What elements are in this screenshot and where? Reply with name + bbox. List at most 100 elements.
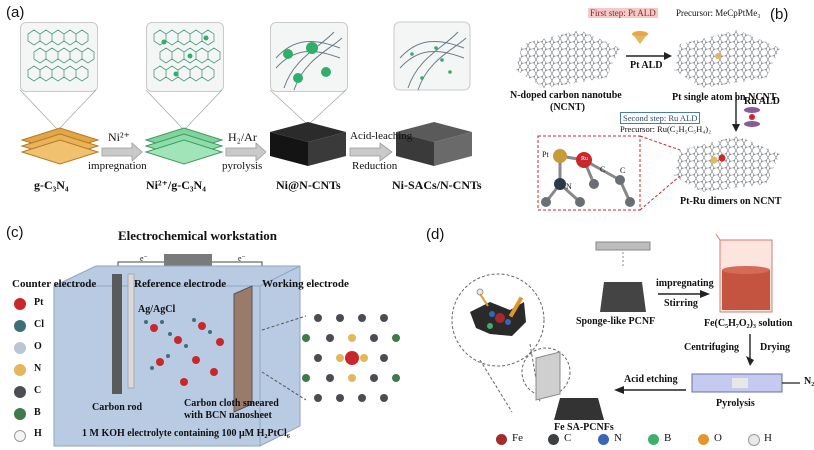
legend-o-label: O: [34, 341, 42, 352]
ni-sacs-block: [396, 122, 472, 166]
legend-n-dot: [598, 434, 609, 445]
legend-b-label: B: [34, 407, 41, 418]
atom-c1: C: [600, 165, 606, 174]
pyrolysis-tube: [691, 373, 800, 393]
legend-pt-label: Pt: [34, 297, 44, 308]
electrolyte-label: 1 M KOH electrolyte containing 100 μM H₂…: [82, 428, 290, 439]
ni-cnt-tubes: [275, 31, 343, 91]
bcn-lattice: [302, 314, 400, 402]
fe-molecule: [470, 288, 526, 336]
pt-single-label: Pt single atom on NCNT: [672, 92, 777, 103]
ncnt-label: N-doped carbon nanotube: [510, 90, 622, 101]
legend-n-label: N: [34, 363, 42, 374]
panel-b-label: (b): [770, 6, 789, 23]
legend-h-dot: [14, 430, 26, 442]
working-electrode-label: Working electrode: [262, 278, 349, 290]
panel-d-graphics: [451, 233, 800, 420]
e-minus-1: e⁻: [140, 254, 148, 263]
impregnating-label: impregnating: [656, 278, 714, 289]
gcn-lattice: [27, 29, 95, 82]
legend-pt-dot: [14, 298, 26, 310]
legend-c-label: C: [564, 432, 572, 444]
acid-etching-label: Acid etching: [624, 374, 678, 385]
pt-single-sheet: [674, 30, 780, 88]
step-gcn: g-C₃N₄: [34, 178, 69, 192]
zoom-box-ni-cnt: [270, 22, 348, 92]
drying-label: Drying: [760, 342, 790, 353]
carbon-rod: [112, 274, 122, 394]
carbon-cloth: [233, 285, 253, 413]
ru-ald-label: Ru ALD: [744, 96, 780, 107]
legend-fe-dot: [496, 434, 507, 445]
arrow2-bottom: pyrolysis: [222, 160, 263, 172]
step-ni-sacs: Ni-SACs/N-CNTs: [392, 178, 482, 192]
panel-c-label: (c): [6, 224, 24, 241]
step-ni-gcn: Ni²⁺/g-C₃N₄: [146, 178, 206, 192]
n2-label: N₂: [804, 376, 814, 387]
legend-b-dot: [14, 408, 26, 420]
legend-o-label: O: [714, 432, 722, 444]
arrow3-bottom: Reduction: [352, 160, 398, 172]
panel-a-label: (a): [6, 4, 25, 21]
legend-h-label: H: [34, 428, 42, 439]
legend-cl-label: Cl: [34, 319, 44, 330]
legend-c-dot: [14, 386, 26, 398]
ni-gcn-stack: [144, 127, 224, 165]
atom-n: N: [566, 182, 572, 191]
legend-o-dot: [698, 434, 709, 445]
sponge-label: Sponge-like PCNF: [576, 316, 656, 327]
panel-a: (a): [0, 0, 482, 215]
ag-agcl-label: Ag/AgCl: [138, 304, 176, 315]
panel-b: (b) First step: Pt ALD Precursor: MeCpPt…: [480, 0, 814, 215]
reference-electrode-label: Reference electrode: [134, 278, 227, 290]
ni-sacs-tubes: [393, 21, 471, 91]
ncnt-label-2: (NCNT): [550, 102, 585, 113]
counter-electrode-label: Counter electrode: [12, 278, 97, 290]
ru-precursor-icon: [744, 107, 760, 127]
ncnt-sheet: [516, 30, 620, 88]
arrow1-bottom: impregnation: [88, 160, 147, 172]
atom-pt: Pt: [542, 150, 549, 159]
beaker: [715, 233, 773, 313]
legend-c-dot: [548, 434, 559, 445]
atom-c2: C: [620, 166, 626, 175]
dimers-label: Pt-Ru dimers on NCNT: [680, 196, 782, 207]
legend-h-dot: [748, 434, 760, 446]
fiber-rod: [595, 241, 651, 251]
legend-o-dot: [14, 342, 26, 354]
stirring-label: Stirring: [664, 298, 698, 309]
second-step-tag: Second step: Ru ALD: [620, 112, 701, 124]
legend-fe-label: Fe: [512, 432, 523, 444]
arrow3-top: Acid-leaching: [350, 130, 413, 142]
pyrolysis-label: Pyrolysis: [716, 398, 755, 409]
sponge-pcnf: [600, 282, 646, 312]
panel-b-graphics: [516, 30, 780, 211]
arrow1-top: Ni²⁺: [108, 130, 130, 144]
e-minus-2: e⁻: [238, 254, 246, 263]
pt-ald-label: Pt ALD: [630, 60, 663, 71]
legend-b-label: B: [664, 432, 672, 444]
product-label: Fe SA-PCNFs: [554, 422, 614, 433]
precursor1: Precursor: MeCpPtMe₃: [676, 8, 761, 18]
workstation-label: Electrochemical workstation: [118, 228, 277, 243]
atom-ru: Ru: [581, 156, 589, 162]
gcn-stack: [20, 127, 100, 165]
ni-gcn-lattice: [153, 29, 221, 82]
panel-c: (c) Electrochemical workstation: [0, 222, 412, 450]
solution-label: Fe(C₅H₇O₂)₃ solution: [704, 318, 793, 329]
dimer-zoom-box: [537, 135, 641, 211]
panel-d: (d): [420, 222, 814, 450]
carbon-cloth-label-1: Carbon cloth smeared: [184, 398, 279, 409]
legend-n-label: N: [614, 432, 622, 444]
precursor2: Precursor: Ru(C₂H₅C₅H₄)₂: [620, 124, 712, 134]
arrow2-top: H₂/Ar: [228, 130, 257, 144]
legend-cl-dot: [14, 320, 26, 332]
legend-n-dot: [14, 364, 26, 376]
centrifuging-label: Centrifuging: [684, 342, 739, 353]
first-step-tag: First step: Pt ALD: [588, 8, 658, 18]
product-block: [554, 398, 604, 420]
carbon-rod-label: Carbon rod: [92, 402, 143, 413]
legend-c-label: C: [34, 385, 42, 396]
panel-d-label: (d): [426, 226, 445, 243]
ag-agcl-electrode: [127, 273, 135, 389]
